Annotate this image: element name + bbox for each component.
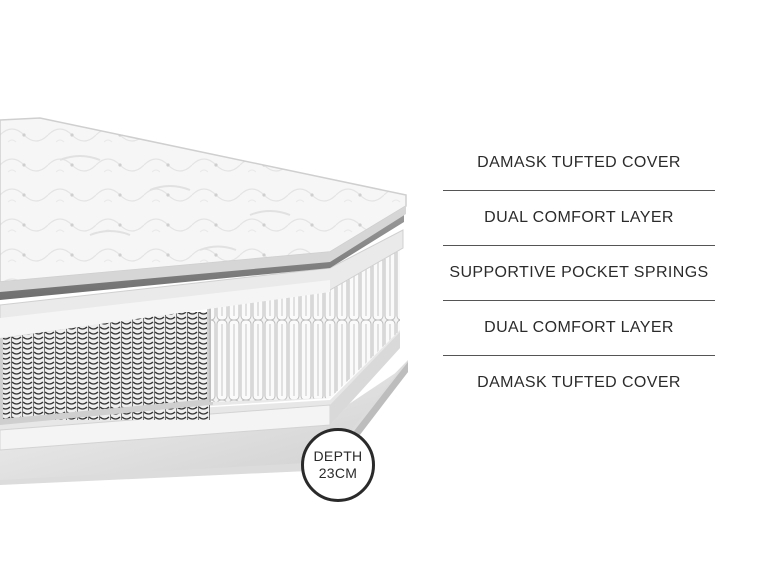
layer-legend-list: DAMASK TUFTED COVER DUAL COMFORT LAYER S… bbox=[443, 136, 715, 410]
depth-badge-value: 23CM bbox=[318, 465, 358, 481]
depth-badge-label: DEPTH bbox=[313, 448, 363, 464]
layer-label-bottom-cover: DAMASK TUFTED COVER bbox=[477, 374, 681, 391]
layer-label-bottom-comfort: DUAL COMFORT LAYER bbox=[443, 301, 715, 356]
layer-label-top-cover: DAMASK TUFTED COVER bbox=[443, 136, 715, 191]
depth-badge: DEPTH 23CM bbox=[301, 428, 375, 502]
layer-label-top-comfort: DUAL COMFORT LAYER bbox=[443, 191, 715, 246]
layer-label-pocket-springs: SUPPORTIVE POCKET SPRINGS bbox=[443, 246, 715, 301]
